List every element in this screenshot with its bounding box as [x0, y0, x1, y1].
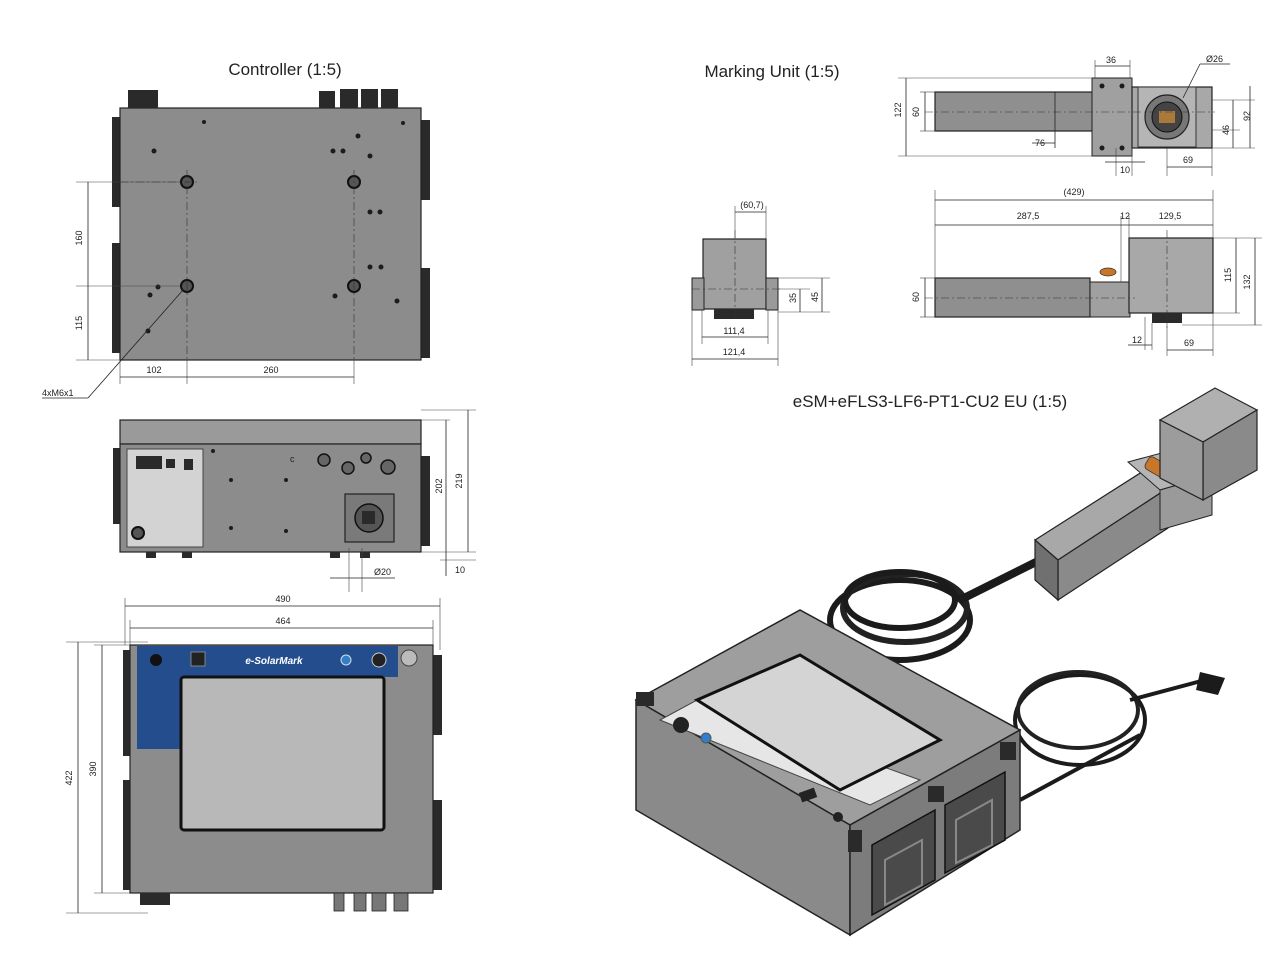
dim-429: (429) — [1063, 187, 1084, 197]
dim-464: 464 — [275, 616, 290, 626]
dim-122: 122 — [893, 102, 903, 117]
dim-160: 160 — [74, 230, 84, 245]
iso-view-title: eSM+eFLS3-LF6-PT1-CU2 EU (1:5) — [793, 392, 1067, 411]
dim-132: 132 — [1242, 274, 1252, 289]
controller-side-view: c — [113, 419, 430, 558]
dim-129-5: 129,5 — [1159, 211, 1182, 221]
controller-front-dimensions: 490 464 422 390 — [64, 594, 441, 914]
dim-92: 92 — [1242, 111, 1252, 121]
dim-69-side: 69 — [1184, 338, 1194, 348]
dim-60-7: (60,7) — [740, 200, 764, 210]
controller-front-view: e-SolarMark — [123, 644, 442, 912]
dim-36: 36 — [1106, 55, 1116, 65]
dim-115-side: 115 — [1223, 268, 1233, 282]
brand-logo: e-SolarMark — [245, 656, 303, 667]
dim-d26: Ø26 — [1206, 54, 1223, 64]
dim-121-4: 121,4 — [723, 347, 746, 357]
thread-callout: 4xM6x1 — [42, 388, 74, 398]
dim-69-top: 69 — [1183, 155, 1193, 165]
dim-390: 390 — [88, 761, 98, 776]
dim-12-top: 12 — [1120, 211, 1130, 221]
marking-unit-end-dimensions: (60,7) 35 45 111,4 121,4 — [691, 200, 830, 366]
side-marker: c — [290, 454, 295, 464]
marking-unit-side-dimensions: (429) 287,5 12 129,5 60 115 132 12 69 — [911, 187, 1262, 356]
dim-35: 35 — [788, 293, 798, 303]
controller-side-dimensions: 202 219 10 Ø20 — [330, 409, 476, 592]
marking-unit-side-view — [925, 230, 1214, 328]
marking-unit-top-view — [925, 77, 1215, 157]
controller-top-view — [112, 89, 430, 361]
dim-d20: Ø20 — [374, 567, 391, 577]
dim-10-top: 10 — [1120, 165, 1130, 175]
dim-287-5: 287,5 — [1017, 211, 1040, 221]
dim-46: 46 — [1221, 125, 1231, 135]
dim-202: 202 — [434, 478, 444, 493]
controller-title: Controller (1:5) — [228, 60, 341, 79]
dim-219: 219 — [454, 473, 464, 488]
isometric-view — [634, 387, 1259, 937]
marking-unit-end-view — [691, 230, 780, 320]
controller-top-dimensions: 160 115 102 260 4xM6x1 — [42, 181, 355, 399]
marking-unit-top-dimensions: 36 Ø26 122 60 76 10 69 46 92 — [893, 54, 1255, 176]
dim-422: 422 — [64, 770, 74, 785]
dim-260: 260 — [263, 365, 278, 375]
dim-490: 490 — [275, 594, 290, 604]
dim-111-4: 111,4 — [723, 326, 744, 336]
marking-unit-title: Marking Unit (1:5) — [704, 62, 839, 81]
dim-115: 115 — [74, 316, 84, 330]
dim-12-bottom: 12 — [1132, 335, 1142, 345]
dim-60-side: 60 — [911, 292, 921, 302]
dim-45: 45 — [810, 292, 820, 302]
dim-60-top: 60 — [911, 107, 921, 117]
dim-10-side: 10 — [455, 565, 465, 575]
dim-102: 102 — [146, 365, 161, 375]
brand-panel — [137, 646, 398, 749]
dim-76: 76 — [1035, 138, 1045, 148]
